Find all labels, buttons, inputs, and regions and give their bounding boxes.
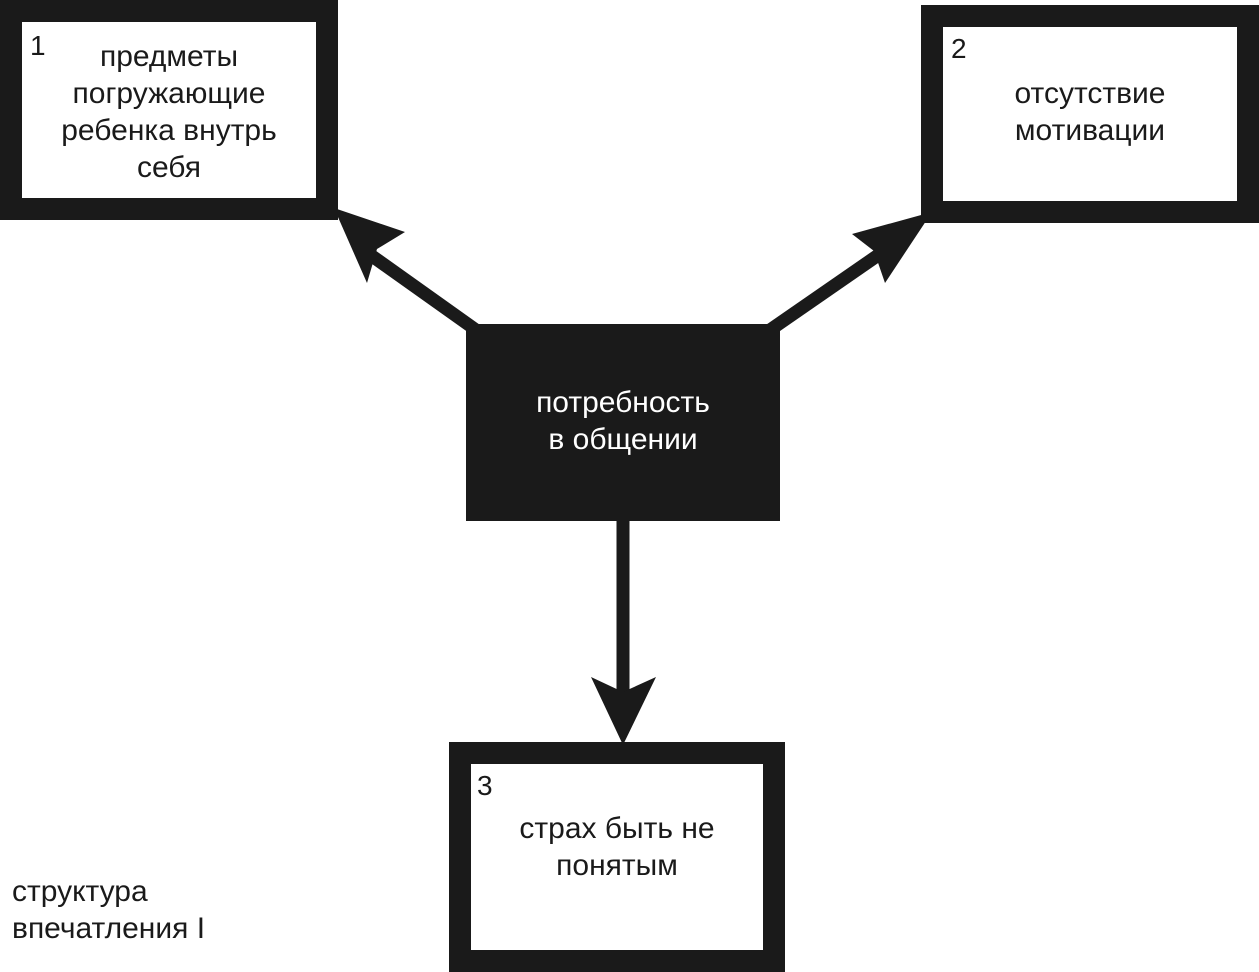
- center-label: потребность в общении: [536, 386, 710, 456]
- box-2: 2 отсутствие мотивации: [921, 5, 1259, 223]
- box-1-label: предметы погружающие ребенка внутрь себя: [61, 40, 277, 184]
- box-1: 1 предметы погружающие ребенка внутрь се…: [0, 0, 338, 220]
- arrow-to-box-3-head: [591, 677, 656, 745]
- center-box: потребность в общении: [466, 324, 780, 521]
- arrow-to-box-1-shaft: [354, 240, 480, 336]
- box-2-label: отсутствие мотивации: [1014, 77, 1166, 147]
- box-1-number: 1: [30, 30, 46, 61]
- arrow-to-box-1-head: [334, 208, 405, 283]
- box-3-number: 3: [477, 770, 493, 801]
- box-2-number: 2: [951, 33, 967, 64]
- box-3: 3 страх быть не понятым: [449, 742, 785, 972]
- box-3-label: страх быть не понятым: [519, 812, 715, 882]
- arrow-to-box-2-head: [852, 212, 932, 283]
- diagram-caption: структура впечатления I: [12, 875, 206, 945]
